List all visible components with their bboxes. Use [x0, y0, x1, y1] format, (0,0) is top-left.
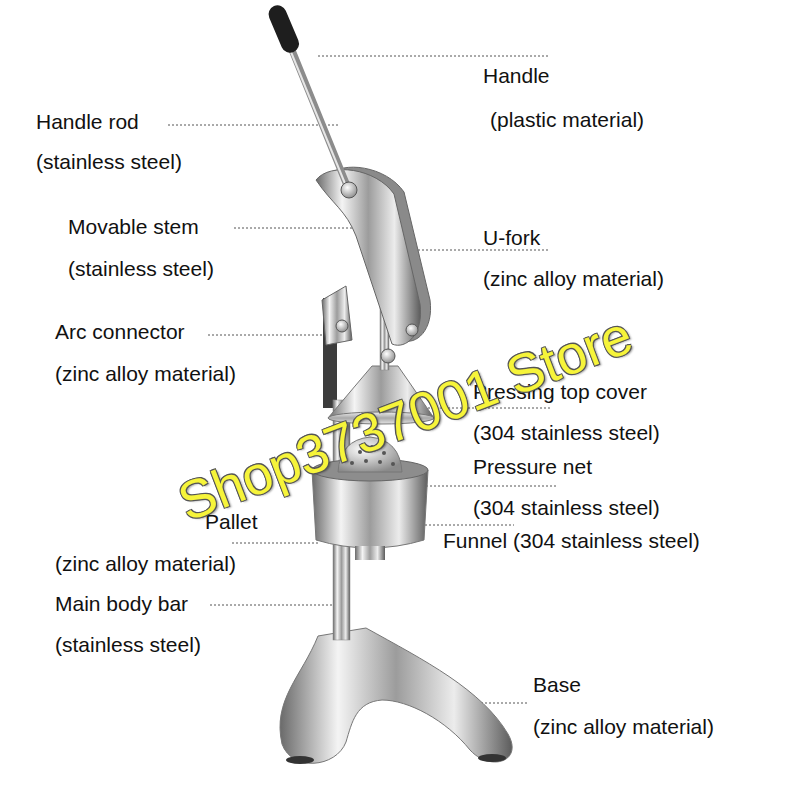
pivot	[341, 182, 357, 198]
leader-line	[208, 335, 328, 336]
material-note: (zinc alloy material)	[483, 267, 664, 291]
leader-line	[232, 543, 318, 544]
leader-line	[210, 605, 332, 606]
part-name: Arc connector	[55, 320, 185, 344]
material-note: (zinc alloy material)	[55, 362, 236, 386]
part-name: Handle rod	[36, 110, 139, 134]
pallet-cup	[312, 470, 428, 548]
base-foot	[478, 754, 506, 762]
u-fork	[316, 170, 421, 346]
material-note: (plastic material)	[490, 108, 644, 132]
bolt	[336, 320, 348, 332]
handle-knob	[266, 2, 302, 55]
arc-connector	[322, 286, 352, 345]
material-note: (stainless steel)	[36, 150, 182, 174]
material-note: (zinc alloy material)	[55, 552, 236, 576]
handle-rod-shine	[291, 52, 346, 186]
bolt	[406, 324, 418, 336]
leader-line	[318, 56, 550, 57]
part-name: Base	[533, 673, 581, 697]
handle-rod	[292, 50, 348, 188]
base-shape	[280, 628, 512, 763]
funnel-spout	[355, 546, 385, 560]
material-note: (stainless steel)	[68, 257, 214, 281]
base-foot	[286, 756, 314, 764]
part-name: Handle	[483, 64, 550, 88]
material-note: (stainless steel)	[55, 633, 201, 657]
part-name: U-fork	[483, 226, 540, 250]
part-name: Main body bar	[55, 592, 188, 616]
part-name: Pressure net	[473, 455, 592, 479]
leader-line	[402, 250, 548, 251]
material-note: (zinc alloy material)	[533, 715, 714, 739]
part-name: Funnel (304 stainless steel)	[443, 529, 700, 553]
part-name: Movable stem	[68, 215, 199, 239]
material-note: (304 stainless steel)	[473, 496, 660, 520]
material-note: (304 stainless steel)	[473, 421, 660, 445]
bolt	[381, 349, 395, 363]
leader-line	[168, 125, 338, 126]
